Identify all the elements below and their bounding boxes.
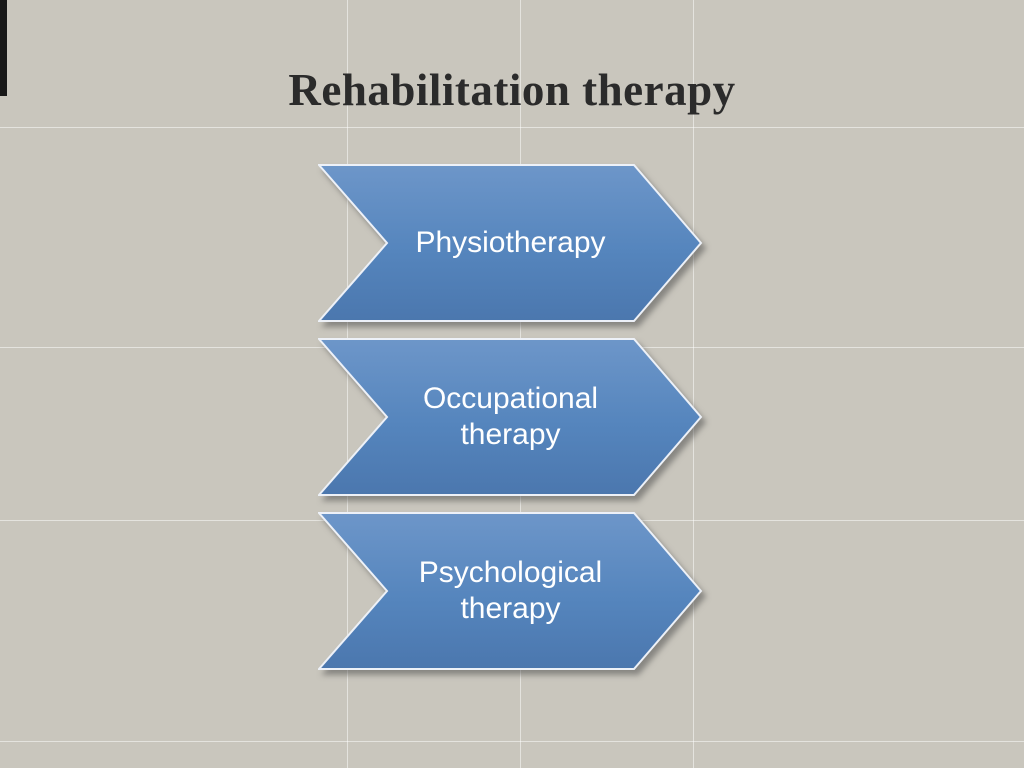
grid-line [693, 0, 694, 768]
arrow-label-container: Psychological therapy [318, 512, 703, 670]
grid-line [347, 0, 348, 768]
chevron-physiotherapy: Physiotherapy [318, 164, 703, 322]
grid-line [0, 127, 1024, 128]
arrow-label-container: Occupational therapy [318, 338, 703, 496]
chevron-arrow-shape [318, 164, 703, 322]
arrow-label: Occupational therapy [422, 382, 599, 451]
arrow-label-container: Physiotherapy [318, 164, 703, 322]
slide-title: Rehabilitation therapy [288, 65, 736, 115]
chevron-psychological-therapy: Psychological therapy [318, 512, 703, 670]
arrow-label: Psychological therapy [418, 556, 603, 625]
slide-left-edge-strip [0, 0, 7, 96]
chevron-arrow-shape [318, 338, 703, 496]
arrow-label: Physiotherapy [415, 226, 606, 259]
chevron-occupational-therapy: Occupational therapy [318, 338, 703, 496]
chevron-arrow-shape [318, 512, 703, 670]
grid-line [0, 741, 1024, 742]
